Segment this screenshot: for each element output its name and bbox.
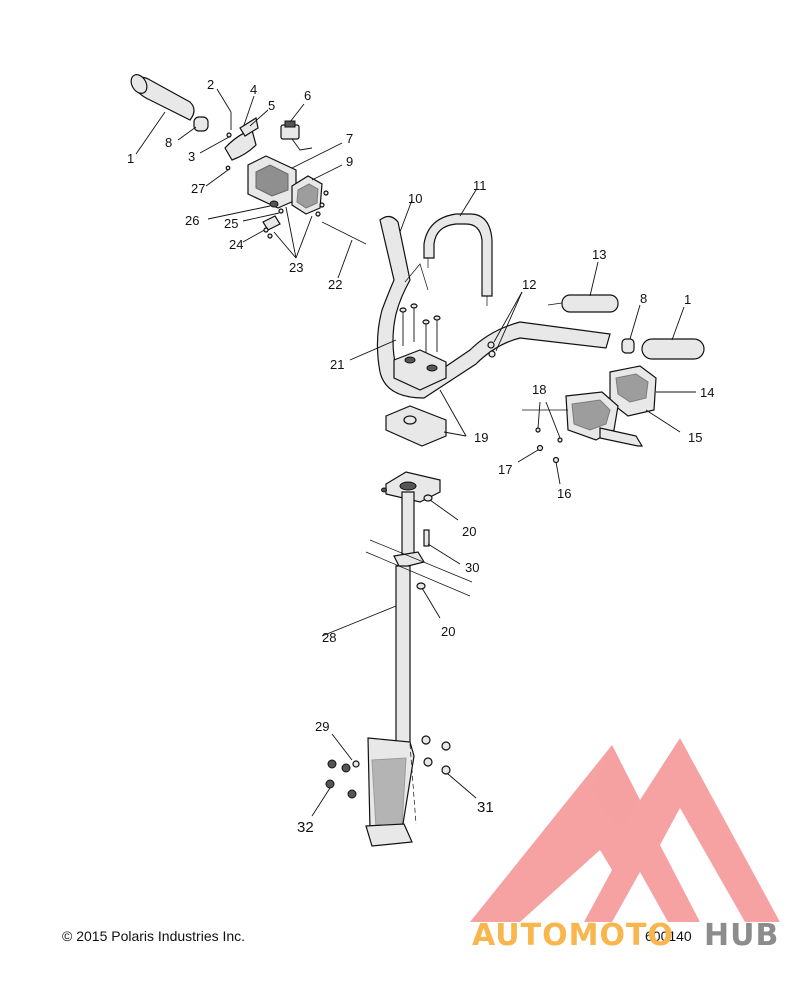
callout-24: 24 [229,237,243,252]
callout-23: 23 [289,260,303,275]
callout-31: 31 [477,799,494,816]
callout-1: 1 [127,151,134,166]
grip-left [130,74,195,121]
callout-21: 21 [330,357,344,372]
callout-12: 12 [522,277,536,292]
brake-master-cylinder [522,365,657,447]
callout-16: 16 [557,486,571,501]
callout-27: 27 [191,181,205,196]
throttle-grip [547,294,619,313]
callout-5: 5 [268,98,275,113]
callout-17: 17 [498,462,512,477]
callout-28: 28 [322,630,336,645]
callout-3: 3 [188,149,195,164]
callout-10: 10 [408,191,422,206]
watermark-text-hub: HUB [704,918,779,953]
callout-11: 11 [473,178,487,193]
clamp-bolts [399,303,441,356]
callout-2: 2 [207,77,214,92]
callout-labels: 1 2 3 4 5 6 7 8 9 10 11 12 13 8 1 14 15 … [127,77,714,836]
callout-30: 30 [465,560,479,575]
callout-15: 15 [688,430,702,445]
callout-32: 32 [297,819,314,836]
watermark-logo [470,738,780,922]
callout-26: 26 [185,213,199,228]
callout-29: 29 [315,719,329,734]
callout-13: 13 [592,247,606,262]
callout-20b: 20 [441,624,455,639]
callout-6: 6 [304,88,311,103]
callout-7: 7 [346,131,353,146]
switch-housing [247,155,297,209]
callout-1b: 1 [684,292,691,307]
connector [280,120,313,151]
callout-8b: 8 [640,291,647,306]
clamp-upper [393,349,447,391]
callout-25: 25 [224,216,238,231]
callout-4: 4 [250,82,257,97]
diagram-number: 600140 [645,928,692,944]
steering-post [365,471,441,847]
callout-19: 19 [474,430,488,445]
watermark-text-automoto: AUTOMOTO [472,918,674,953]
switch-cover [291,175,323,215]
end-cap-left [193,116,209,132]
callout-18: 18 [532,382,546,397]
crossbar-pad [423,213,493,306]
callout-14: 14 [700,385,714,400]
clamp-lower [385,405,447,447]
copyright-text: © 2015 Polaris Industries Inc. [62,928,245,944]
callout-8: 8 [165,135,172,150]
callout-20a: 20 [462,524,476,539]
watermark-wordmark: AUTOMOTO HUB [472,918,779,953]
callout-22: 22 [328,277,342,292]
callout-9: 9 [346,154,353,169]
switch-clamp [224,117,259,161]
